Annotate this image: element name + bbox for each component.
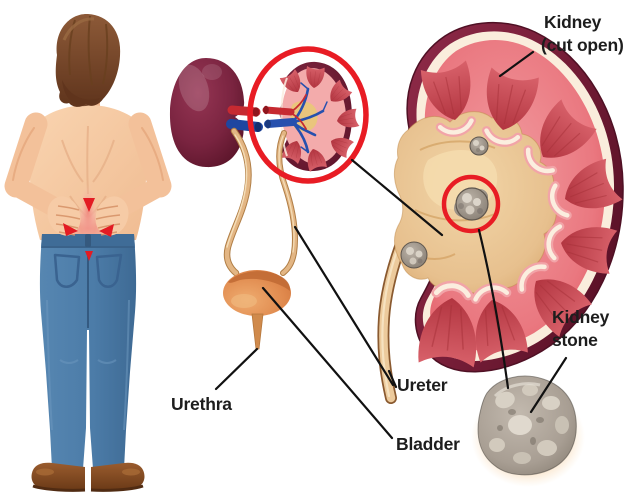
stone-texture <box>489 382 569 464</box>
label-kidney-cut-open-line2: (cut open) <box>541 35 624 55</box>
jeans-pocket-left <box>53 253 81 288</box>
person-figure <box>4 13 172 492</box>
pointer-urethra <box>214 347 259 391</box>
stone-circled <box>454 187 489 221</box>
urethra-shape <box>251 313 264 350</box>
pain-glow-streak <box>79 185 97 239</box>
pain-arrow-right <box>99 224 114 237</box>
jeans <box>39 234 137 469</box>
pointer-magnifier-to-kidney <box>350 158 444 237</box>
label-kidney-stone-line1: Kidney <box>552 307 610 327</box>
urinary-system <box>169 46 369 350</box>
kidney-stones-inside <box>400 136 489 269</box>
shoe-left <box>31 462 85 490</box>
pain-arrow-left <box>63 223 78 236</box>
stone-small-top <box>469 136 489 156</box>
stone-lower-left <box>400 241 428 269</box>
pain-arrow-waist <box>85 251 93 261</box>
pointer-ureter-bigkidney <box>387 369 398 389</box>
pain-arrows <box>63 198 114 261</box>
pain-arrow-down <box>83 198 95 212</box>
pointer-kidney-stone-label <box>529 356 568 414</box>
pointer-stone-to-closeup <box>477 228 510 390</box>
cut-kidney-small <box>262 61 360 276</box>
label-urethra: Urethra <box>171 394 232 414</box>
shoes <box>31 462 145 492</box>
pointer-ureter-middle <box>293 225 395 387</box>
big-kidney <box>377 22 624 404</box>
jeans-pocket-right <box>95 253 123 288</box>
hair <box>55 13 121 107</box>
forearm-left <box>6 176 66 218</box>
label-bladder: Bladder <box>396 434 460 454</box>
stone-closeup <box>471 375 585 487</box>
pointer-bladder <box>261 286 394 440</box>
pointer-lines <box>214 50 568 440</box>
pointer-kidney-cutopen <box>498 50 535 78</box>
belt-loop <box>85 234 91 247</box>
ureter-right-tube <box>276 130 298 276</box>
small-kidney-vessels <box>262 82 328 154</box>
ureter-left-tube <box>223 127 252 277</box>
whole-kidney <box>169 58 245 168</box>
label-kidney-cut-open: Kidney (cut open) <box>541 11 624 57</box>
label-kidney-cut-open-line1: Kidney <box>544 12 602 32</box>
arms <box>4 112 172 218</box>
hands <box>47 196 129 236</box>
bladder-shape <box>223 270 291 316</box>
magnifier-circle <box>247 46 369 184</box>
forearm-right <box>110 176 170 218</box>
stone-highlight-circle <box>441 174 501 234</box>
label-kidney-stone-line2: stone <box>552 330 598 350</box>
label-kidney-stone: Kidney stone <box>552 306 609 352</box>
label-ureter: Ureter <box>397 375 448 395</box>
shoe-right <box>91 462 145 490</box>
